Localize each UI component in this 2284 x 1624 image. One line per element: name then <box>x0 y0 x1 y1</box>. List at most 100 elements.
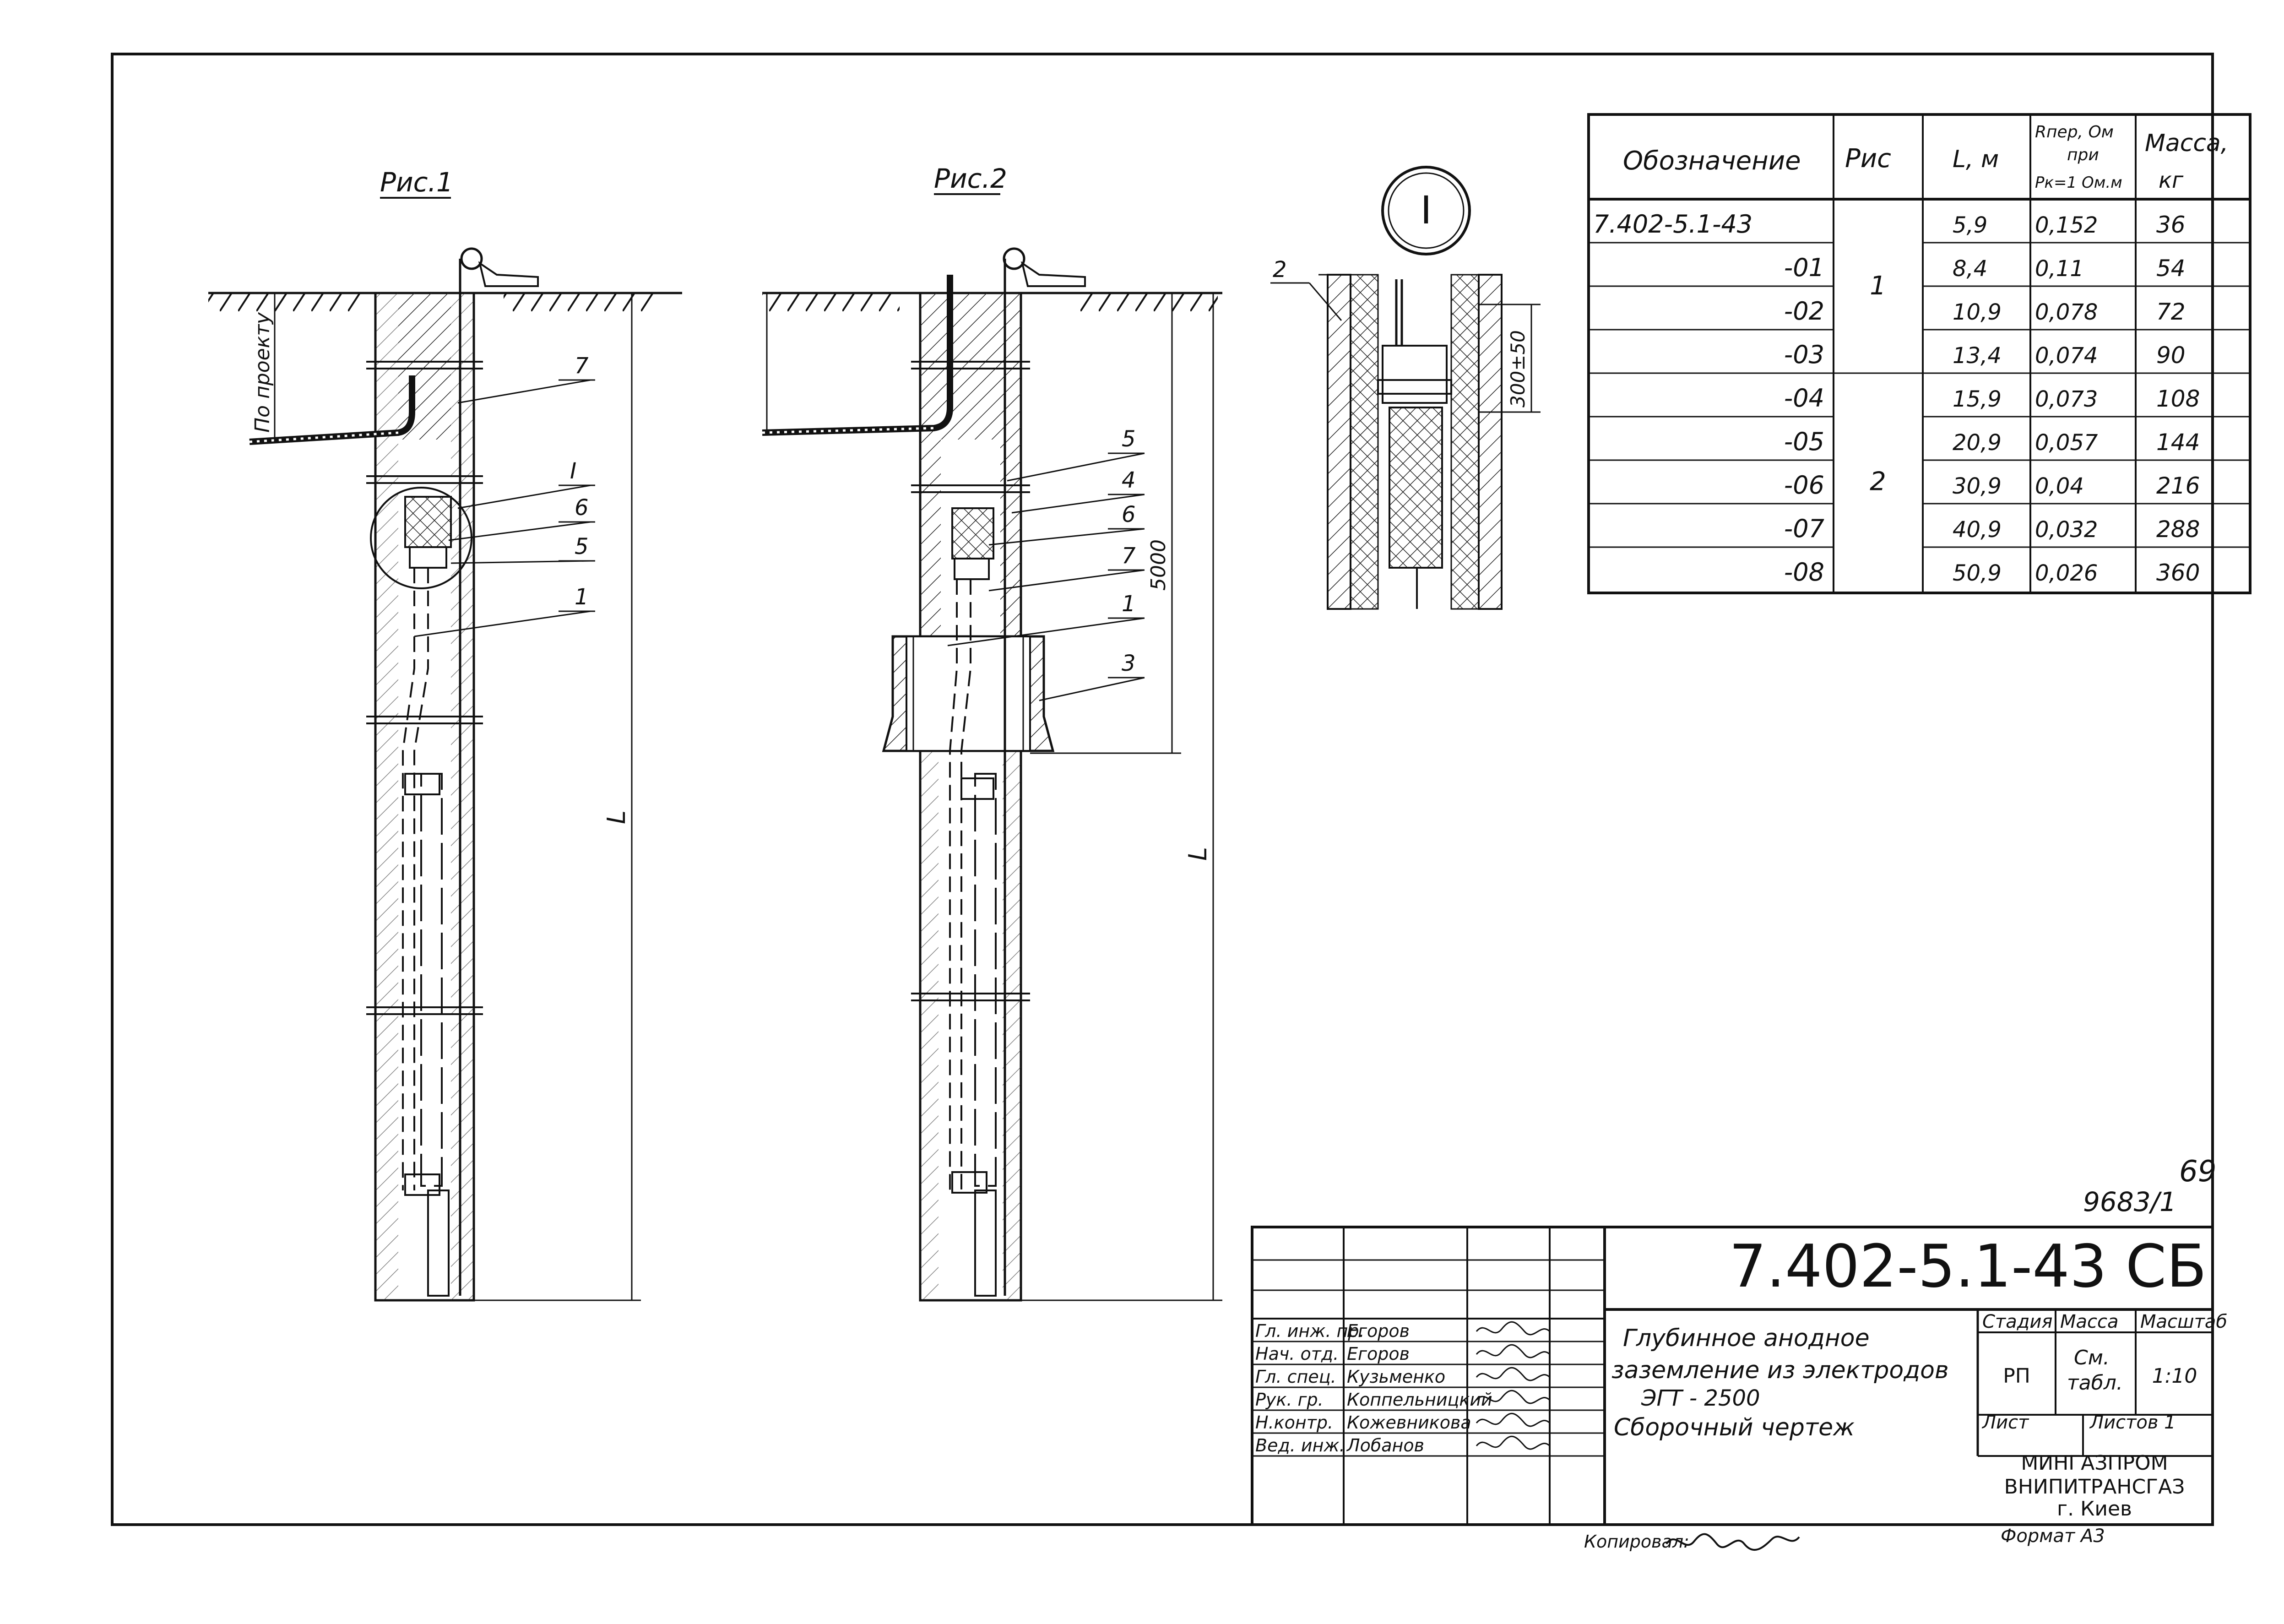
handwritten-signature <box>1476 1390 1551 1404</box>
org-line-1: МИНГАЗПРОМ <box>2021 1451 2168 1475</box>
hdr-resistance-3: Pк=1 Ом.м <box>2035 174 2122 192</box>
hdr-length: L, м <box>1953 146 1999 173</box>
row-mass: 360 <box>2156 559 2200 586</box>
fig1-callout-5: 5 <box>575 534 589 559</box>
fig1-callout-7: 7 <box>575 353 589 379</box>
row-resistance: 0,057 <box>2035 430 2098 456</box>
signature-role: Нач. отд. <box>1255 1344 1339 1364</box>
fig2-length-label: L <box>1183 847 1212 861</box>
hdr-mass-2: кг <box>2159 168 2184 193</box>
signature-role: Н.контр. <box>1255 1412 1333 1433</box>
hdr-designation: Обозначение <box>1623 146 1801 176</box>
row-designation: -04 <box>1784 384 1824 413</box>
hdr-mass-1: Масса, <box>2145 130 2228 157</box>
row-designation: -08 <box>1784 558 1824 587</box>
fig1-depth-label: По проекту <box>251 312 274 433</box>
fig1-title: Рис.1 <box>380 167 453 198</box>
signature-role: Гл. инж. пр. <box>1255 1321 1365 1341</box>
row-length: 20,9 <box>1953 430 2002 456</box>
fig1-length-label: L <box>602 810 631 824</box>
fig2-callout-4: 4 <box>1122 467 1136 493</box>
page-number: 69 <box>2179 1155 2216 1189</box>
sheets-label: Листов 1 <box>2089 1412 2176 1433</box>
document-code: 7.402-5.1-43 СБ <box>1729 1233 2207 1301</box>
figure-1: Рис.1 <box>208 167 682 1302</box>
title-line-2: заземление из электродов <box>1611 1357 1949 1384</box>
handwritten-signature <box>1476 1367 1551 1381</box>
copied-label: Копировал: <box>1584 1532 1689 1552</box>
stage-value: РП <box>2003 1364 2030 1388</box>
row-length: 50,9 <box>1953 560 2002 586</box>
row-mass: 36 <box>2156 212 2186 238</box>
title-line-3: ЭГТ - 2500 <box>1641 1385 1760 1411</box>
title-line-4: Сборочный чертеж <box>1614 1414 1855 1441</box>
row-mass: 216 <box>2156 473 2200 499</box>
row-designation: -07 <box>1784 514 1824 543</box>
signature-name: Кожевникова <box>1347 1412 1471 1433</box>
fig2-winch <box>1003 247 1025 270</box>
row-resistance: 0,026 <box>2035 560 2098 586</box>
signature-name: Егоров <box>1347 1321 1410 1341</box>
row-mass: 144 <box>2156 429 2200 456</box>
row-designation: -05 <box>1784 427 1824 456</box>
fig1-winch <box>460 247 483 270</box>
signature-name: Лобанов <box>1346 1435 1424 1456</box>
row-mass: 90 <box>2156 342 2186 369</box>
row-designation: -01 <box>1784 253 1824 282</box>
row-resistance: 0,074 <box>2035 343 2098 369</box>
row-resistance: 0,04 <box>2035 473 2084 499</box>
row-length: 10,9 <box>1953 299 2002 325</box>
signature-role: Гл. спец. <box>1255 1367 1336 1387</box>
row-length: 15,9 <box>1953 386 2002 412</box>
inventory-number: 9683/1 <box>2083 1186 2176 1217</box>
fig1-callout-I: I <box>570 458 576 484</box>
handwritten-signature <box>1476 1412 1551 1427</box>
copier-signature <box>1666 1533 1800 1551</box>
org-line-3: г. Киев <box>2057 1497 2132 1521</box>
row-mass: 288 <box>2156 516 2200 543</box>
fig2-callout-5: 5 <box>1122 426 1136 452</box>
hdr-resistance-1: Rпер, Ом <box>2035 123 2114 141</box>
row-length: 8,4 <box>1953 256 1987 282</box>
title-line-1: Глубинное анодное <box>1623 1325 1870 1352</box>
row-designation: 7.402-5.1-43 <box>1593 210 1752 239</box>
hdr-fig: Рис <box>1845 144 1891 174</box>
spec-table: Обозначение Рис L, м Rпер, Ом при Pк=1 О… <box>1587 113 2251 594</box>
row-length: 30,9 <box>1953 473 2002 499</box>
signature-name: Коппельницкий <box>1347 1390 1492 1410</box>
detail-mark: I <box>1421 188 1432 233</box>
row-designation: -06 <box>1784 471 1824 500</box>
detail-callout-2: 2 <box>1273 257 1287 282</box>
signature-name: Егоров <box>1347 1344 1410 1364</box>
detail-mark-circle <box>1381 166 1471 255</box>
figure-2: Рис.2 <box>762 163 1222 1302</box>
fig2-depth-dim: 5000 <box>1147 539 1170 591</box>
mass-value-2: табл. <box>2067 1371 2123 1395</box>
fig2-callout-6: 6 <box>1122 502 1136 527</box>
scale-value: 1:10 <box>2152 1364 2197 1388</box>
signature-role: Рук. гр. <box>1255 1390 1324 1410</box>
fig1-callout-1: 1 <box>575 584 589 610</box>
signature-role: Вед. инж. <box>1255 1435 1345 1456</box>
fig2-title: Рис.2 <box>934 163 1007 194</box>
group-fig-number: 1 <box>1870 271 1886 301</box>
row-designation: -03 <box>1784 340 1824 369</box>
fig1-callout-6: 6 <box>575 495 589 521</box>
detail-dim: 300±50 <box>1507 330 1529 407</box>
detail-I: I 2 300±50 <box>1270 166 1541 610</box>
row-length: 40,9 <box>1953 517 2002 543</box>
fig2-callout-1: 1 <box>1122 591 1136 617</box>
row-length: 5,9 <box>1953 212 1987 238</box>
signature-name: Кузьменко <box>1347 1367 1445 1387</box>
fig2-callout-7: 7 <box>1122 543 1136 569</box>
scale-label: Масштаб <box>2140 1311 2227 1332</box>
mass-label: Масса <box>2060 1311 2119 1332</box>
row-resistance: 0,11 <box>2035 256 2084 282</box>
mass-value-1: См. <box>2074 1346 2110 1369</box>
row-mass: 108 <box>2156 386 2200 412</box>
row-length: 13,4 <box>1953 343 2002 369</box>
